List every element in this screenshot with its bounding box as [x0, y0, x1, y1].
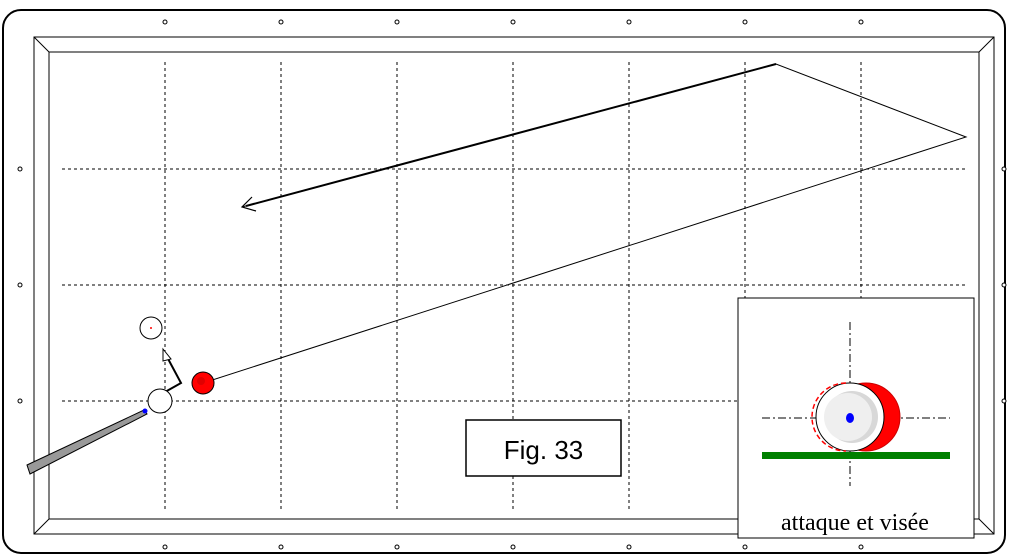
diamond-marker	[742, 19, 748, 25]
diamond-marker	[626, 544, 632, 550]
diamond-marker	[278, 19, 284, 25]
diamond-marker	[1001, 166, 1007, 172]
diamond-marker	[858, 544, 864, 550]
diamond-marker	[162, 19, 168, 25]
object-ball-icon	[191, 371, 215, 395]
diamond-marker	[742, 544, 748, 550]
diamond-marker	[17, 282, 23, 288]
ghost-ball-icon	[139, 316, 163, 340]
cue-stick-icon	[26, 408, 148, 475]
diamond-marker	[1001, 398, 1007, 404]
inset-caption: attaque et visée	[781, 510, 929, 536]
diamond-marker	[1001, 282, 1007, 288]
diamond-marker	[278, 544, 284, 550]
diamond-marker	[162, 544, 168, 550]
inset-aim-point	[846, 413, 854, 423]
trajectory-arrowhead	[240, 196, 257, 212]
rail-diamonds	[17, 19, 1007, 550]
cushions	[33, 36, 995, 535]
diamond-marker	[394, 544, 400, 550]
figure-label-box: Fig. 33	[465, 419, 622, 477]
diamond-marker	[510, 544, 516, 550]
diamond-marker	[510, 19, 516, 25]
direction-arrow-icon	[162, 347, 183, 393]
diamond-marker	[17, 398, 23, 404]
diamond-marker	[394, 19, 400, 25]
figure-label: Fig. 33	[504, 435, 584, 465]
diamond-marker	[858, 19, 864, 25]
diamond-marker	[17, 166, 23, 172]
attack-aim-inset: attaque et visée	[737, 297, 975, 539]
trajectory-final-segment	[245, 63, 777, 207]
diamond-marker	[626, 19, 632, 25]
inset-contact-arc	[811, 382, 847, 452]
cue-ball-icon	[147, 388, 173, 414]
inset-cloth-line	[762, 452, 950, 459]
